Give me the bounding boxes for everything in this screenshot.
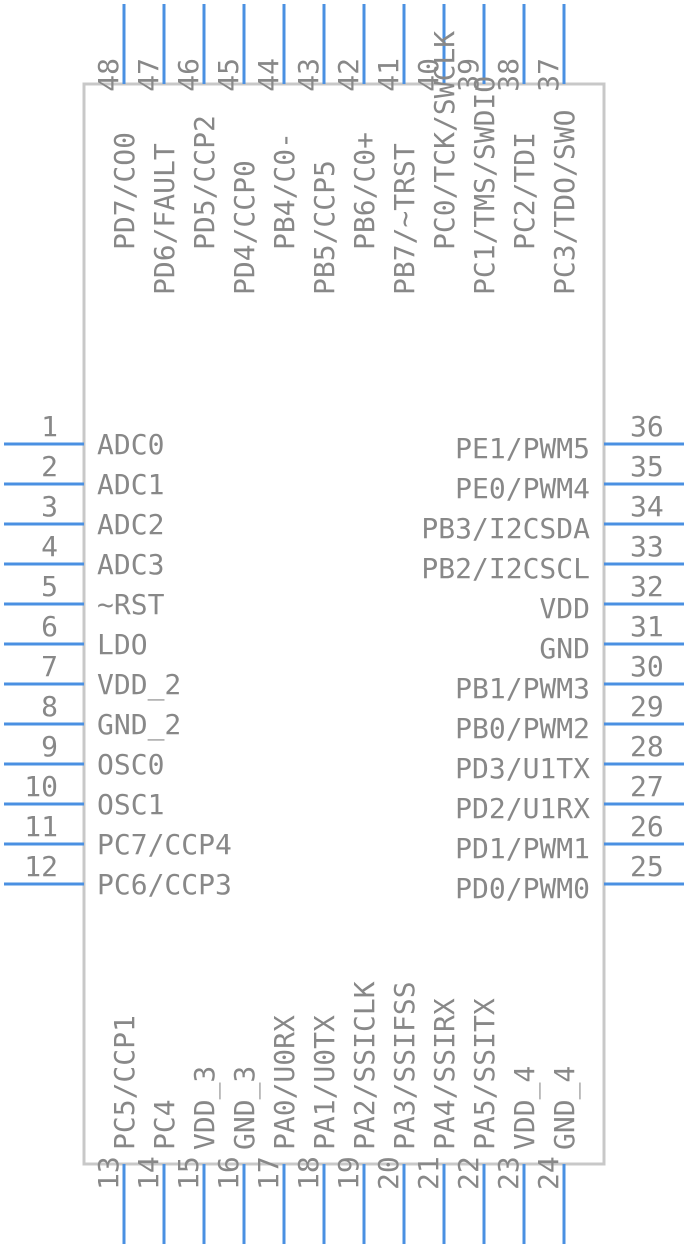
pin-number-15: 15 xyxy=(172,1156,205,1190)
pin-label-pb5-ccp5: PB5/CCP5 xyxy=(308,160,341,295)
pin-number-6: 6 xyxy=(41,610,58,643)
pin-number-7: 7 xyxy=(41,650,58,683)
pin-label-pa3-ssifss: PA3/SSIFSS xyxy=(388,981,421,1150)
pin-label-pb4-c0: PB4/C0- xyxy=(268,132,301,250)
pin-label-pa4-ssirx: PA4/SSIRX xyxy=(428,998,461,1150)
pin-number-5: 5 xyxy=(41,570,58,603)
pin-label-gnd: GND xyxy=(539,632,590,665)
pin-number-16: 16 xyxy=(212,1156,245,1190)
pin-number-40: 40 xyxy=(412,58,445,92)
pin-number-45: 45 xyxy=(212,58,245,92)
pin-number-22: 22 xyxy=(452,1156,485,1190)
pin-label-pd2-u1rx: PD2/U1RX xyxy=(455,792,590,825)
pin-label-adc0: ADC0 xyxy=(97,428,164,461)
pin-label-pd1-pwm1: PD1/PWM1 xyxy=(455,832,590,865)
pin-label-pa5-ssitx: PA5/SSITX xyxy=(468,998,501,1150)
pin-number-20: 20 xyxy=(372,1156,405,1190)
pin-label-osc0: OSC0 xyxy=(97,748,164,781)
pin-number-35: 35 xyxy=(630,450,664,483)
pin-number-10: 10 xyxy=(24,770,58,803)
pin-number-46: 46 xyxy=(172,58,205,92)
pin-label-vdd-3: VDD_3 xyxy=(188,1066,222,1150)
pin-number-2: 2 xyxy=(41,450,58,483)
pin-label-pc2-tdi: PC2/TDI xyxy=(508,132,541,250)
pin-number-1: 1 xyxy=(41,410,58,443)
pin-number-14: 14 xyxy=(132,1156,165,1190)
chip-body xyxy=(82,82,606,1166)
pin-label-pd7-co0: PD7/CO0 xyxy=(108,132,141,250)
pin-label-pb0-pwm2: PB0/PWM2 xyxy=(455,712,590,745)
pin-label-vdd: VDD xyxy=(539,592,590,625)
pin-label-pc7-ccp4: PC7/CCP4 xyxy=(97,828,232,861)
pin-label-pb6-c0: PB6/C0+ xyxy=(348,132,381,250)
pin-number-12: 12 xyxy=(24,850,58,883)
pin-label-vdd-4: VDD_4 xyxy=(508,1066,542,1150)
pin-label-pd3-u1tx: PD3/U1TX xyxy=(455,752,590,785)
pin-number-36: 36 xyxy=(630,410,664,443)
pin-label-pa2-ssiclk: PA2/SSICLK xyxy=(348,981,381,1150)
pin-label-pa0-u0rx: PA0/U0RX xyxy=(268,1015,301,1150)
pin-label-pb1-pwm3: PB1/PWM3 xyxy=(455,672,590,705)
pin-number-29: 29 xyxy=(630,690,664,723)
pin-number-32: 32 xyxy=(630,570,664,603)
pin-number-23: 23 xyxy=(492,1156,525,1190)
pin-number-26: 26 xyxy=(630,810,664,843)
pin-label-adc2: ADC2 xyxy=(97,508,164,541)
pin-label-osc1: OSC1 xyxy=(97,788,164,821)
pin-number-21: 21 xyxy=(412,1156,445,1190)
pin-label-ldo: LDO xyxy=(97,628,148,661)
pin-number-48: 48 xyxy=(92,58,125,92)
pin-label-adc3: ADC3 xyxy=(97,548,164,581)
pin-number-37: 37 xyxy=(532,58,565,92)
pin-number-44: 44 xyxy=(252,58,285,92)
pin-number-9: 9 xyxy=(41,730,58,763)
pin-number-39: 39 xyxy=(452,58,485,92)
pin-number-42: 42 xyxy=(332,58,365,92)
pin-label-gnd-2: GND_2 xyxy=(97,708,181,742)
pin-label-pb3-i2csda: PB3/I2CSDA xyxy=(421,512,590,545)
pin-number-17: 17 xyxy=(252,1156,285,1190)
pin-number-8: 8 xyxy=(41,690,58,723)
pin-number-30: 30 xyxy=(630,650,664,683)
pin-number-18: 18 xyxy=(292,1156,325,1190)
pin-label-pc0-tck-swclk: PC0/TCK/SWCLK xyxy=(428,31,461,250)
pin-number-13: 13 xyxy=(92,1156,125,1190)
pin-label-pd4-ccp0: PD4/CCP0 xyxy=(228,160,261,295)
pin-number-11: 11 xyxy=(24,810,58,843)
pin-label-pe0-pwm4: PE0/PWM4 xyxy=(455,472,590,505)
pin-label-pa1-u0tx: PA1/U0TX xyxy=(308,1015,341,1150)
pin-label-gnd-3: GND_3 xyxy=(228,1066,262,1150)
pin-number-33: 33 xyxy=(630,530,664,563)
pin-number-19: 19 xyxy=(332,1156,365,1190)
pin-label-pc1-tms-swdio: PC1/TMS/SWDIO xyxy=(468,76,501,295)
pin-number-27: 27 xyxy=(630,770,664,803)
pin-label-pc3-tdo-swo: PC3/TDO/SWO xyxy=(548,110,581,295)
pin-number-24: 24 xyxy=(532,1156,565,1190)
pin-label-pb7-trst: PB7/~TRST xyxy=(388,143,421,295)
pin-number-47: 47 xyxy=(132,58,165,92)
pin-label-pd5-ccp2: PD5/CCP2 xyxy=(188,115,221,250)
pin-label-pe1-pwm5: PE1/PWM5 xyxy=(455,432,590,465)
pin-number-43: 43 xyxy=(292,58,325,92)
pin-number-38: 38 xyxy=(492,58,525,92)
pin-number-4: 4 xyxy=(41,530,58,563)
pin-number-25: 25 xyxy=(630,850,664,883)
pin-number-41: 41 xyxy=(372,58,405,92)
pin-label-gnd-4: GND_4 xyxy=(548,1066,582,1150)
pin-number-31: 31 xyxy=(630,610,664,643)
pin-label-pb2-i2cscl: PB2/I2CSCL xyxy=(421,552,590,585)
pin-label-pd6-fault: PD6/FAULT xyxy=(148,143,181,295)
pin-number-34: 34 xyxy=(630,490,664,523)
pin-label-adc1: ADC1 xyxy=(97,468,164,501)
pin-label-pc6-ccp3: PC6/CCP3 xyxy=(97,868,232,901)
pin-label-rst: ~RST xyxy=(97,588,165,621)
pin-number-3: 3 xyxy=(41,490,58,523)
pin-label-pd0-pwm0: PD0/PWM0 xyxy=(455,872,590,905)
pin-label-pc4: PC4 xyxy=(148,1099,181,1150)
pin-label-vdd-2: VDD_2 xyxy=(97,668,181,702)
pin-label-pc5-ccp1: PC5/CCP1 xyxy=(108,1015,141,1150)
pin-number-28: 28 xyxy=(630,730,664,763)
